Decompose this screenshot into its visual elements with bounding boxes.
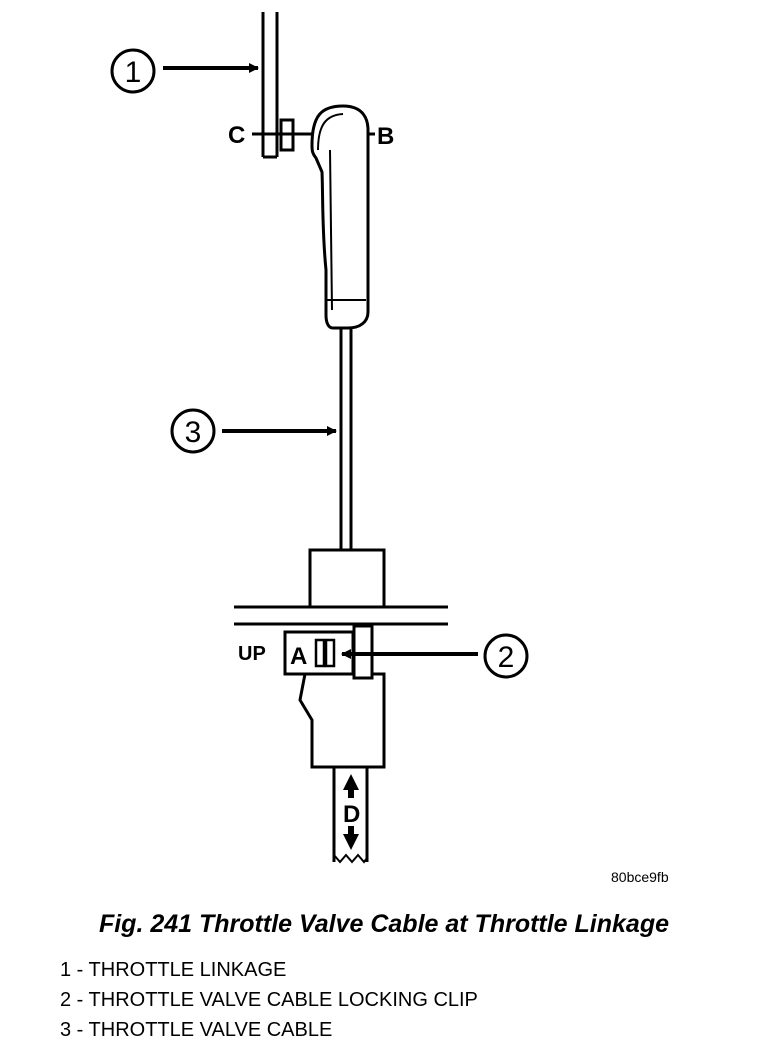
lower-rod (332, 767, 369, 864)
cable-end-fitting (310, 104, 370, 330)
callout-3-number: 3 (185, 416, 202, 449)
callout-1-number: 1 (125, 56, 142, 89)
cable-housing-upper (308, 548, 386, 609)
callout-2: 2 (341, 633, 529, 679)
label-up: UP (238, 643, 266, 665)
legend-list: 1 - THROTTLE LINKAGE 2 - THROTTLE VALVE … (60, 955, 478, 1045)
label-a: A (290, 643, 307, 670)
callout-2-number: 2 (498, 641, 515, 674)
label-d: D (343, 801, 360, 828)
d-direction-arrows (343, 774, 359, 850)
figure-caption: Fig. 241 Throttle Valve Cable at Throttl… (98, 910, 670, 938)
callout-3: 3 (170, 408, 337, 454)
mounting-bracket (234, 605, 448, 626)
label-c: C (228, 122, 245, 149)
legend-item: 3 - THROTTLE VALVE CABLE (60, 1019, 333, 1041)
callout-1: 1 (110, 48, 259, 94)
label-b: B (377, 123, 394, 150)
image-code: 80bce9fb (611, 869, 669, 885)
legend-item: 2 - THROTTLE VALVE CABLE LOCKING CLIP (60, 989, 478, 1011)
throttle-valve-cable (339, 328, 353, 550)
legend-item: 1 - THROTTLE LINKAGE (60, 959, 287, 981)
